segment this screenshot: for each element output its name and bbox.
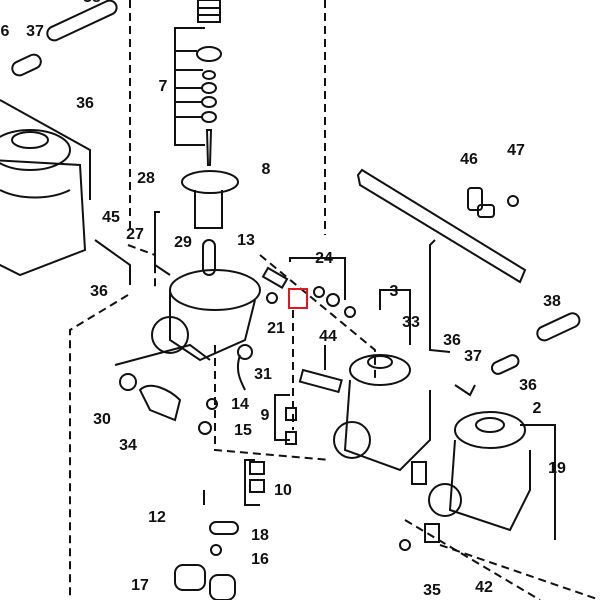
- carburetor-2: [428, 411, 556, 540]
- label-17[interactable]: 17: [131, 577, 149, 594]
- label-8[interactable]: 8: [261, 161, 271, 178]
- label-13[interactable]: 13: [237, 232, 255, 249]
- carburetor-left: [0, 99, 91, 277]
- label-16[interactable]: 16: [251, 551, 269, 568]
- carburetor-3: [333, 289, 431, 472]
- label-38[interactable]: 38: [543, 293, 561, 310]
- label-36[interactable]: 36: [519, 377, 537, 394]
- label-37[interactable]: 37: [26, 23, 44, 40]
- label-36[interactable]: 36: [90, 283, 108, 300]
- label-24[interactable]: 24: [315, 250, 333, 267]
- label-7[interactable]: 7: [158, 78, 168, 95]
- needle-stack: [174, 0, 239, 229]
- label-38[interactable]: 38: [83, 0, 101, 6]
- dashed-guides: [69, 0, 600, 600]
- bracket-bar: [356, 168, 527, 353]
- label-33[interactable]: 33: [402, 314, 420, 331]
- label-42[interactable]: 42: [475, 579, 493, 596]
- label-45[interactable]: 45: [102, 209, 120, 226]
- label-19[interactable]: 19: [548, 460, 566, 477]
- tube-38-right: [454, 312, 581, 397]
- label-27[interactable]: 27: [126, 226, 144, 243]
- label-47[interactable]: 47: [507, 142, 525, 159]
- highlight-box: [288, 288, 308, 309]
- jet-parts-24: [289, 257, 356, 318]
- carburetor-center: [94, 211, 289, 362]
- label-34[interactable]: 34: [119, 437, 137, 454]
- label-36[interactable]: 36: [443, 332, 461, 349]
- label-31[interactable]: 31: [254, 366, 272, 383]
- label-21[interactable]: 21: [267, 320, 285, 337]
- label-9[interactable]: 9: [260, 407, 270, 424]
- label-14[interactable]: 14: [231, 396, 249, 413]
- label-29[interactable]: 29: [174, 234, 192, 251]
- clip-46-screw-47: [467, 187, 519, 218]
- label-37[interactable]: 37: [464, 348, 482, 365]
- tube-38-top: [11, 0, 118, 77]
- label-35[interactable]: 35: [423, 582, 441, 599]
- lower-parts: [114, 343, 440, 600]
- label-28[interactable]: 28: [137, 170, 155, 187]
- label-2[interactable]: 2: [532, 400, 542, 417]
- fitting-44: [298, 345, 343, 394]
- label-36[interactable]: 36: [76, 95, 94, 112]
- label-46[interactable]: 46: [460, 151, 478, 168]
- label-6[interactable]: 6: [0, 23, 10, 40]
- label-30[interactable]: 30: [93, 411, 111, 428]
- label-18[interactable]: 18: [251, 527, 269, 544]
- label-12[interactable]: 12: [148, 509, 166, 526]
- label-44[interactable]: 44: [319, 328, 337, 345]
- label-3[interactable]: 3: [389, 283, 399, 300]
- label-15[interactable]: 15: [234, 422, 252, 439]
- label-10[interactable]: 10: [274, 482, 292, 499]
